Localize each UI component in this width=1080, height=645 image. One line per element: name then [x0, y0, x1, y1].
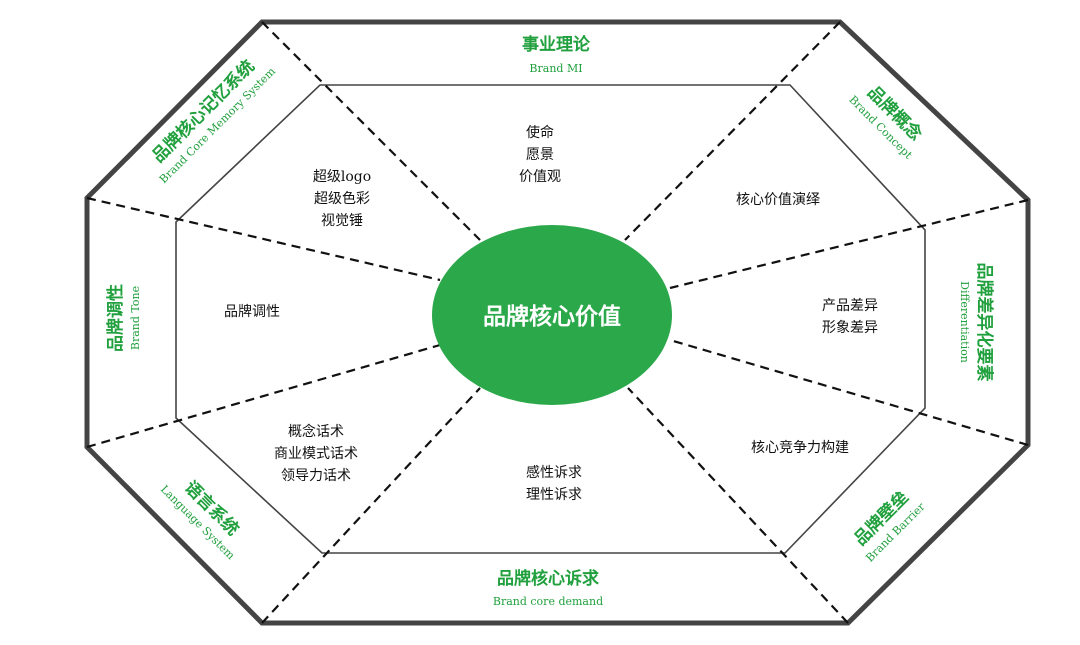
radial-spokes: [86, 21, 1029, 624]
inner-segment-right: 产品差异 形象差异: [822, 298, 878, 336]
inner-top-left-line-1: 超级logo: [313, 169, 371, 185]
spoke-bottom-left: [261, 387, 481, 624]
inner-segment-top-left: 超级logo 超级色彩 视觉锤: [313, 169, 371, 229]
outer-label-right-en: Differentiation: [958, 281, 971, 363]
inner-bottom-left-line-2: 商业模式话术: [274, 446, 358, 462]
outer-label-bottom-right: 品牌壁垒 Brand Barrier: [850, 487, 928, 565]
outer-label-top-left: 品牌核心记忆系统 Brand Core Memory System: [148, 56, 279, 186]
inner-top-left-line-3: 视觉锤: [321, 213, 363, 229]
inner-segment-bottom-left: 概念话术 商业模式话术 领导力话术: [274, 423, 358, 484]
inner-bottom-left-line-1: 概念话术: [288, 423, 344, 440]
spoke-right-lower: [669, 338, 1029, 447]
outer-label-top-en: Brand MI: [529, 62, 582, 75]
outer-label-left: 品牌调性 Brand Tone: [105, 284, 142, 352]
inner-segment-bottom: 感性诉求 理性诉求: [526, 464, 582, 503]
outer-label-right-cn: 品牌差异化要素: [974, 263, 995, 382]
spoke-bottom-right: [627, 387, 849, 624]
inner-top-right-line-1: 核心价值演绎: [736, 192, 820, 208]
inner-bottom-right-line-1: 核心竞争力构建: [751, 439, 849, 456]
outer-label-bottom: 品牌核心诉求 Brand core demand: [493, 568, 603, 608]
spoke-left-upper: [86, 196, 441, 282]
inner-right-line-1: 产品差异: [822, 298, 878, 314]
inner-left-line-1: 品牌调性: [224, 303, 280, 320]
outer-label-bottom-en: Brand core demand: [493, 595, 603, 608]
outer-label-left-en: Brand Tone: [129, 286, 142, 350]
inner-segment-top-right: 核心价值演绎: [736, 192, 820, 208]
core-ellipse: [432, 225, 672, 405]
outer-label-left-cn: 品牌调性: [105, 284, 126, 352]
inner-octagon: [175, 84, 926, 554]
outer-label-top-left-cn: 品牌核心记忆系统: [148, 56, 259, 167]
outer-label-bottom-cn: 品牌核心诉求: [497, 568, 599, 589]
spoke-top-right: [624, 21, 841, 241]
core-label: 品牌核心价值: [483, 303, 621, 330]
inner-segment-left: 品牌调性: [224, 303, 280, 320]
inner-top-left-line-2: 超级色彩: [314, 190, 370, 207]
inner-bottom-left-line-3: 领导力话术: [281, 468, 351, 484]
outer-label-bottom-left: 语言系统 Language System: [158, 477, 243, 563]
inner-top-line-3: 价值观: [519, 169, 561, 185]
outer-label-top: 事业理论 Brand MI: [522, 34, 591, 75]
inner-right-line-2: 形象差异: [822, 320, 878, 336]
outer-label-top-right: 品牌概念 Brand Concept: [846, 82, 926, 162]
inner-bottom-line-1: 感性诉求: [526, 464, 582, 481]
inner-top-line-1: 使命: [526, 124, 554, 141]
inner-segment-bottom-right: 核心竞争力构建: [751, 439, 849, 456]
inner-bottom-line-2: 理性诉求: [526, 487, 582, 503]
spoke-left-lower: [86, 343, 441, 449]
inner-top-line-2: 愿景: [526, 147, 554, 163]
outer-label-right: 品牌差异化要素 Differentiation: [958, 263, 995, 382]
outer-label-top-cn: 事业理论: [522, 34, 591, 55]
inner-segment-top: 使命 愿景 价值观: [519, 124, 561, 185]
spoke-right-upper: [669, 198, 1029, 290]
spoke-top-left: [261, 21, 481, 241]
